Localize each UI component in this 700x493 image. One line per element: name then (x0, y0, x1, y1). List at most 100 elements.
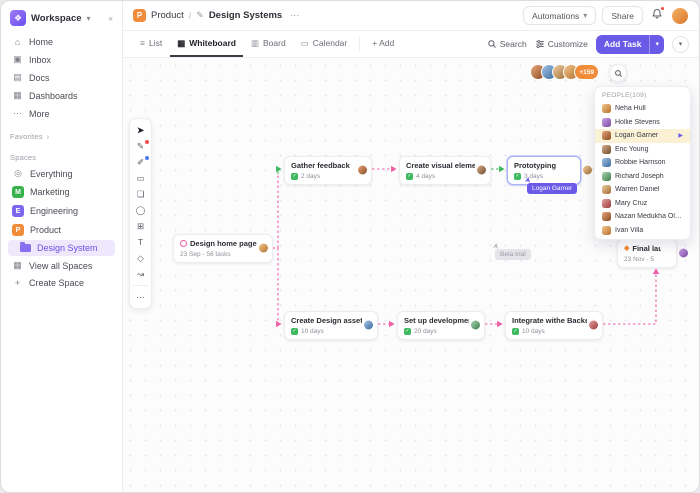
customize-label: Customize (547, 39, 588, 49)
share-button[interactable]: Share (602, 6, 643, 25)
person-row[interactable]: Robbie Harrison (595, 156, 690, 170)
person-row[interactable]: Eric Young (595, 143, 690, 157)
person-row[interactable]: Neha Hull (595, 102, 690, 116)
breadcrumb-page[interactable]: Design Systems (208, 10, 283, 21)
assignee-avatar[interactable] (470, 319, 481, 331)
ellipse-tool[interactable]: ◯ (132, 203, 149, 217)
task-node-design-home[interactable]: Design home page layout 23 Sep - 56 task… (173, 234, 273, 263)
notifications-button[interactable] (649, 5, 665, 25)
check-icon: ✓ (512, 327, 519, 335)
sidebar-item-view-all-spaces[interactable]: ▦ View all Spaces (8, 257, 115, 274)
person-name: Richard Joseph (615, 172, 664, 180)
add-view-button[interactable]: + Add (365, 31, 401, 57)
tab-list[interactable]: ≡ List (133, 31, 169, 57)
assignee-avatar[interactable] (476, 164, 487, 176)
node-subtitle: 10 days (301, 327, 324, 335)
assignee-avatar[interactable] (258, 242, 269, 254)
person-row[interactable]: Richard Joseph (595, 170, 690, 184)
frame-tool[interactable]: ⊞ (132, 219, 149, 233)
sidebar-item-label: More (29, 108, 50, 119)
person-name: Warren Daniel (615, 186, 660, 194)
task-node-create-visual-elements[interactable]: Create visual elements ✓4 days (399, 156, 491, 185)
presence-avatars[interactable]: +159 (530, 64, 599, 80)
product-space-icon: P (12, 224, 24, 236)
top-bar: P Product / ✎ Design Systems ⋯ Automatio… (123, 1, 699, 31)
customize-button[interactable]: Customize (535, 39, 588, 49)
person-row[interactable]: Hollie Stevens (595, 116, 690, 130)
sidebar-toggle-icon[interactable]: « (108, 13, 113, 23)
spaces-section[interactable]: Spaces (10, 153, 113, 162)
node-title: Create Design assets (291, 316, 362, 325)
text-tool[interactable]: T (132, 235, 149, 249)
pen-tool[interactable]: ✎ (132, 139, 149, 153)
sticky-note-tool[interactable]: ❏ (132, 187, 149, 201)
sidebar-item-product[interactable]: P Product (8, 221, 115, 239)
task-node-prototyping[interactable]: Prototyping ✓3 days (507, 156, 593, 185)
sidebar-item-label: Inbox (29, 54, 52, 65)
canvas-search-button[interactable] (609, 64, 627, 82)
person-row[interactable]: Mary Cruz (595, 197, 690, 211)
tab-whiteboard[interactable]: ▦ Whiteboard (170, 31, 243, 57)
sidebar-item-home[interactable]: ⌂ Home (8, 34, 115, 50)
spaces-label: Spaces (10, 153, 37, 162)
presence-overflow-badge[interactable]: +159 (574, 64, 599, 80)
sidebar-item-create-space[interactable]: + Create Space (8, 275, 115, 291)
assignee-avatar[interactable] (588, 319, 599, 331)
task-node-set-up-development[interactable]: Set up development ✓20 days (397, 311, 485, 340)
person-row[interactable]: Nazari Medukha Oleg... (595, 210, 690, 224)
more-tools[interactable]: ⋯ (132, 290, 149, 304)
cursor-icon: ▶ (678, 133, 683, 140)
sidebar-item-dashboards[interactable]: ▦ Dashboards (8, 87, 115, 104)
shape-tool[interactable]: ▭ (132, 171, 149, 185)
task-node-integrate-backend[interactable]: Integrate withe Backend ✓10 days (505, 311, 603, 340)
person-avatar (602, 104, 611, 114)
assignee-avatar[interactable] (363, 319, 374, 331)
cursor-name-label: Beta trial (495, 249, 531, 260)
marker-tool[interactable]: ✐ (132, 155, 149, 169)
create-space-label: Create Space (29, 278, 85, 288)
assignee-avatar[interactable] (678, 247, 689, 259)
sidebar-item-design-system[interactable]: Design System (8, 240, 115, 256)
shapes-library-tool[interactable]: ◇ (132, 251, 149, 265)
tab-label: Calendar (312, 38, 348, 48)
sidebar-item-docs[interactable]: ▤ Docs (8, 69, 115, 86)
view-toolbar: ≡ List ▦ Whiteboard ▥ Board ▭ Calendar +… (123, 31, 699, 58)
automations-button[interactable]: Automations ▾ (523, 6, 597, 25)
whiteboard-canvas[interactable]: ➤ ✎ ✐ ▭ ❏ ◯ ⊞ T ◇ ↝ ⋯ Design home page l… (123, 58, 699, 492)
task-node-create-design-assets[interactable]: Create Design assets ✓10 days (284, 311, 378, 340)
search-icon (614, 69, 622, 77)
engineering-space-icon: E (12, 205, 24, 217)
task-node-final-launch[interactable]: ◆Final launch 23 Nov - 5 (617, 239, 689, 268)
select-tool[interactable]: ➤ (132, 123, 149, 137)
breadcrumb-space[interactable]: Product (151, 10, 184, 21)
breadcrumb-more-icon[interactable]: ⋯ (290, 10, 300, 20)
sidebar-item-engineering[interactable]: E Engineering (8, 202, 115, 220)
workspace-switcher[interactable]: ❖ Workspace ▾ « (8, 8, 115, 34)
sticky-note-icon: ❏ (136, 188, 145, 199)
task-node-gather-feedback[interactable]: Gather feedback ✓2 days (284, 156, 372, 185)
favorites-section[interactable]: Favorites › (10, 132, 113, 141)
collapse-toolbar-button[interactable]: ▾ (672, 35, 689, 53)
sidebar-item-inbox[interactable]: ▣ Inbox (8, 51, 115, 68)
check-icon: ✓ (404, 327, 411, 335)
person-row[interactable]: Ivan Villa (595, 224, 690, 238)
add-task-button[interactable]: Add Task ▾ (595, 34, 664, 54)
text-icon: T (137, 237, 144, 247)
assignee-avatar[interactable] (357, 164, 368, 176)
check-icon: ✓ (514, 172, 521, 180)
sidebar-item-more[interactable]: ⋯ More (8, 105, 115, 122)
tab-board[interactable]: ▥ Board (244, 31, 293, 57)
assignee-avatar[interactable] (582, 164, 593, 176)
search-button[interactable]: Search (487, 39, 527, 49)
check-icon: ✓ (291, 327, 298, 335)
connector-tool[interactable]: ↝ (132, 267, 149, 281)
person-row-selected[interactable]: Logan Garner▶ (595, 129, 690, 143)
sidebar-item-marketing[interactable]: M Marketing (8, 183, 115, 201)
person-row[interactable]: Warren Daniel (595, 183, 690, 197)
sidebar-item-everything[interactable]: ◎ Everything (8, 165, 115, 182)
node-title: Integrate withe Backend (512, 316, 587, 325)
cursor-icon: ➤ (136, 124, 145, 135)
tab-calendar[interactable]: ▭ Calendar (294, 31, 355, 57)
user-avatar[interactable] (671, 6, 689, 25)
